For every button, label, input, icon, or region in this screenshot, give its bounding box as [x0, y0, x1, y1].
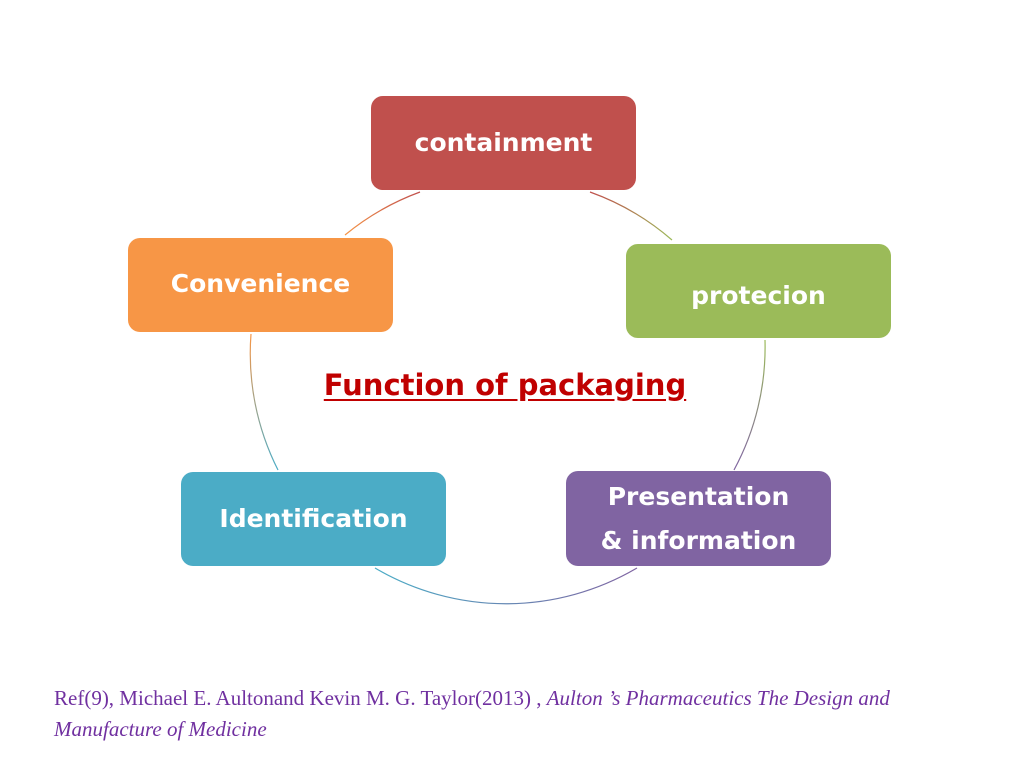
ring-arc-protection-presentation — [733, 339, 766, 471]
node-containment: containment — [371, 96, 636, 190]
node-protection-label: protecion — [691, 281, 826, 311]
node-presentation-label-line2: & information — [600, 525, 797, 555]
node-convenience: Convenience — [128, 238, 393, 332]
node-containment-label: containment — [414, 128, 593, 158]
ring-arc-identification-convenience — [249, 333, 279, 471]
node-identification-label: Identification — [219, 504, 408, 534]
reference-authors: Ref(9), Michael E. Aultonand Kevin M. G.… — [54, 686, 547, 710]
ring-arc-presentation-identification — [374, 567, 638, 605]
center-title: Function of packaging — [323, 368, 687, 402]
node-presentation-label-line1: Presentation — [607, 482, 790, 511]
reference-book-title: Aulton ’s Pharmaceutics The Design and M… — [54, 686, 890, 741]
reference-citation: Ref(9), Michael E. Aultonand Kevin M. G.… — [54, 683, 974, 745]
node-presentation-information: Presentation & information — [566, 471, 831, 566]
node-convenience-label: Convenience — [170, 269, 351, 299]
ring-arc-containment-protection — [589, 191, 673, 241]
node-protection: protecion — [626, 244, 891, 338]
ring-arc-convenience-containment — [344, 191, 421, 236]
node-identification: Identification — [181, 472, 446, 566]
